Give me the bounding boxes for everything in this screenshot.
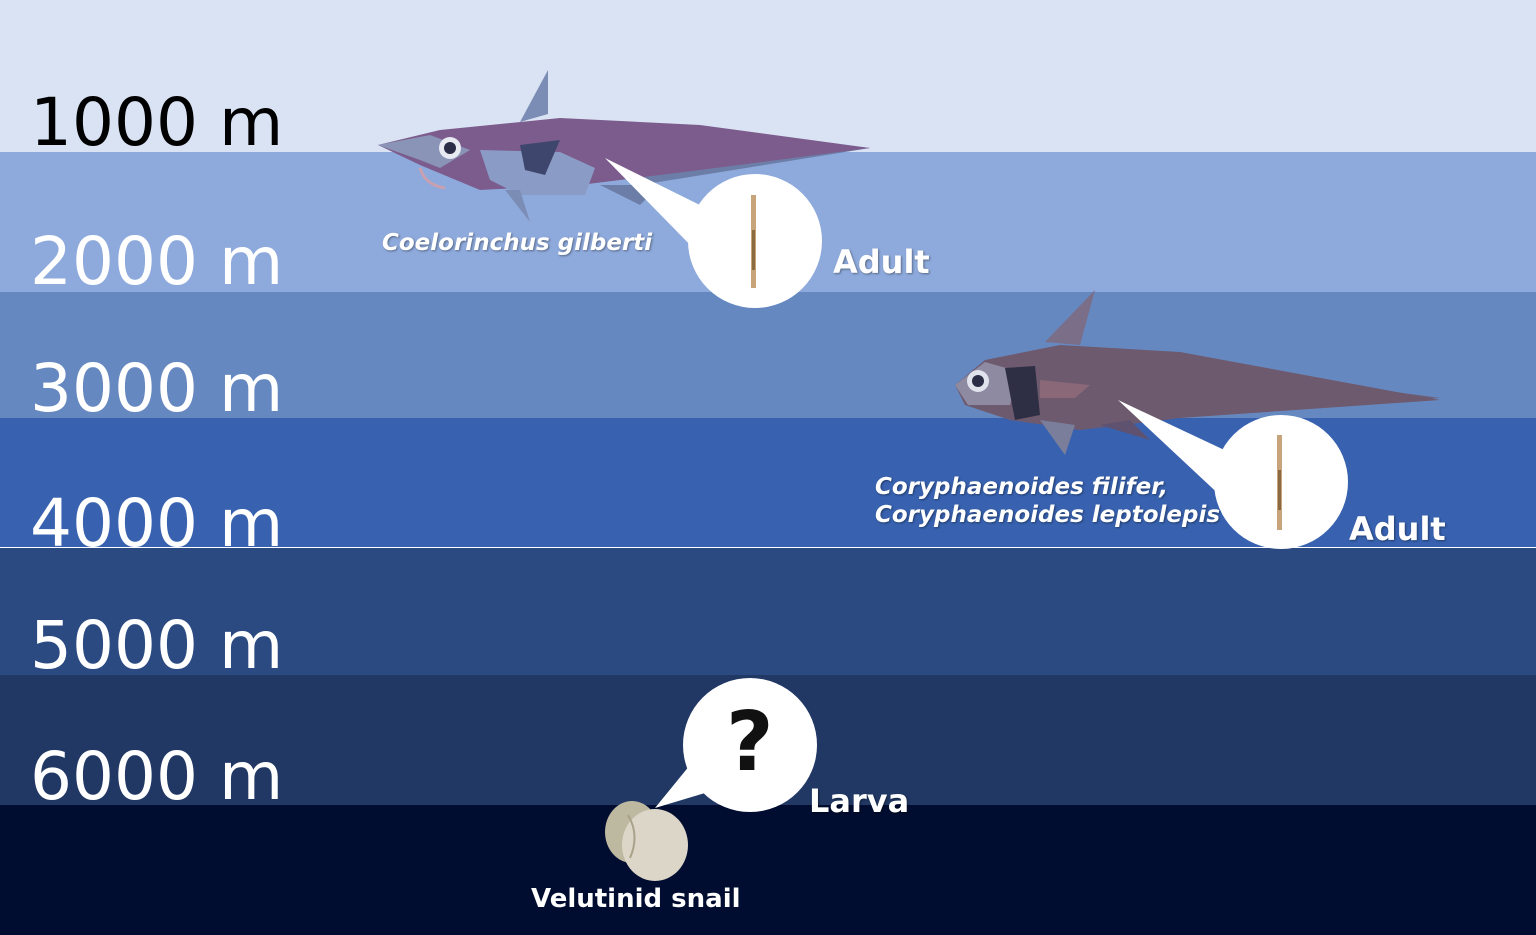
depth-label-4000m: 4000 m [30, 485, 284, 562]
stage-label-coelorinchus: Adult [833, 243, 930, 281]
zone-divider-line [0, 547, 1536, 548]
species-label-coryphaenoides-line2: Coryphaenoides leptolepis [875, 502, 1221, 528]
depth-label-6000m: 6000 m [30, 738, 284, 815]
stage-label-snail: Larva [809, 782, 910, 820]
stage-label-coryphaenoides: Adult [1349, 510, 1446, 548]
species-label-velutinid-snail: Velutinid snail [531, 884, 741, 914]
species-label-coelorinchus: Coelorinchus gilberti [382, 230, 653, 256]
zone-band-1000m [0, 0, 1536, 152]
coelorinchus-speech-bubble [605, 158, 822, 308]
snail-speech-bubble [655, 678, 817, 812]
zone-band-5000m [0, 547, 1536, 675]
species-label-coryphaenoides-line1: Coryphaenoides filifer, [875, 474, 1168, 500]
velutinid-snail-illustration [605, 801, 688, 881]
coelorinchus-fish-illustration [378, 70, 870, 222]
depth-label-1000m: 1000 m [30, 84, 284, 161]
depth-label-3000m: 3000 m [30, 350, 284, 427]
coryphaenoides-fish-illustration [955, 290, 1440, 455]
zone-band-seafloor [0, 805, 1536, 935]
depth-label-5000m: 5000 m [30, 607, 284, 684]
depth-label-2000m: 2000 m [30, 223, 284, 300]
unknown-question-mark: ? [726, 695, 774, 790]
coryphaenoides-speech-bubble [1118, 400, 1348, 549]
